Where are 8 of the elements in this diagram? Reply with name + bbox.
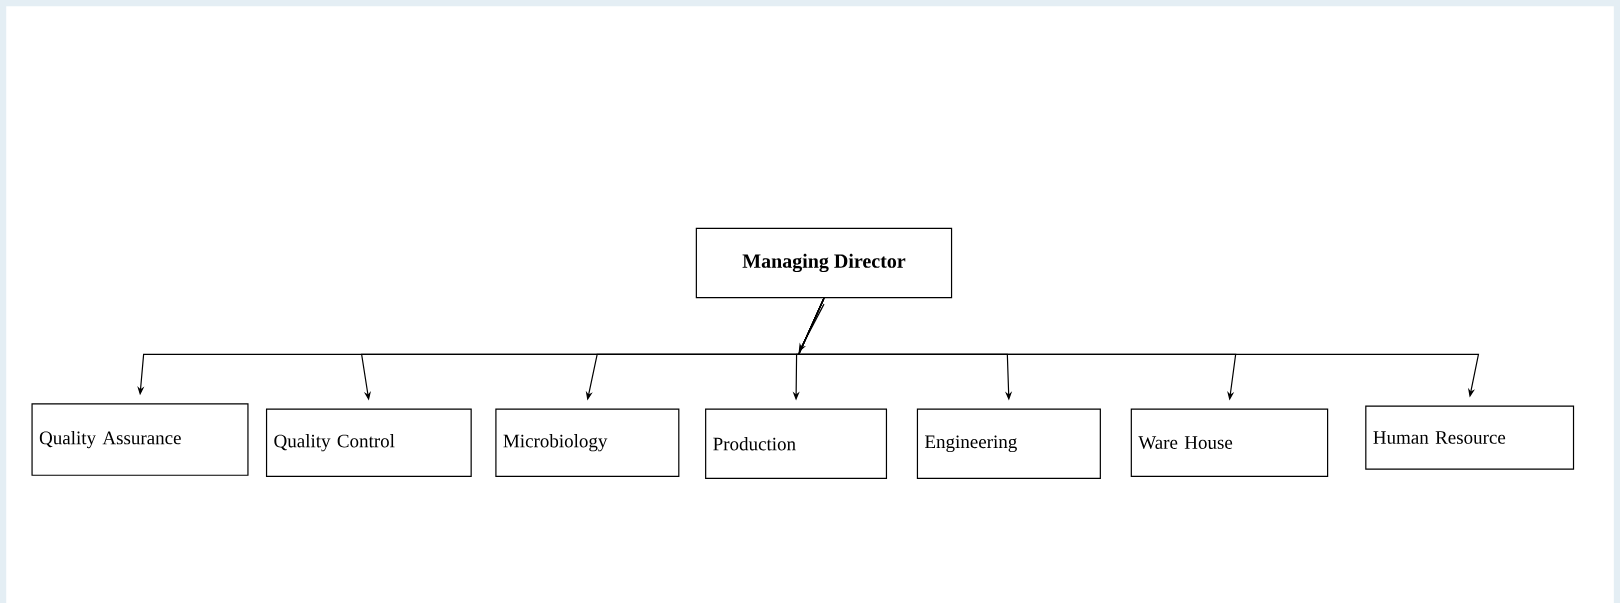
department-box: Production — [705, 408, 888, 479]
department-box: Ware House — [1130, 408, 1329, 477]
department-box: Engineering — [916, 408, 1101, 479]
department-box: Quality Assurance — [31, 403, 249, 476]
department-box: Quality Control — [265, 408, 472, 477]
department-box: Microbiology — [495, 408, 680, 477]
title-box: Managing Director — [695, 227, 953, 298]
department-box: Human Resource — [1365, 405, 1575, 470]
